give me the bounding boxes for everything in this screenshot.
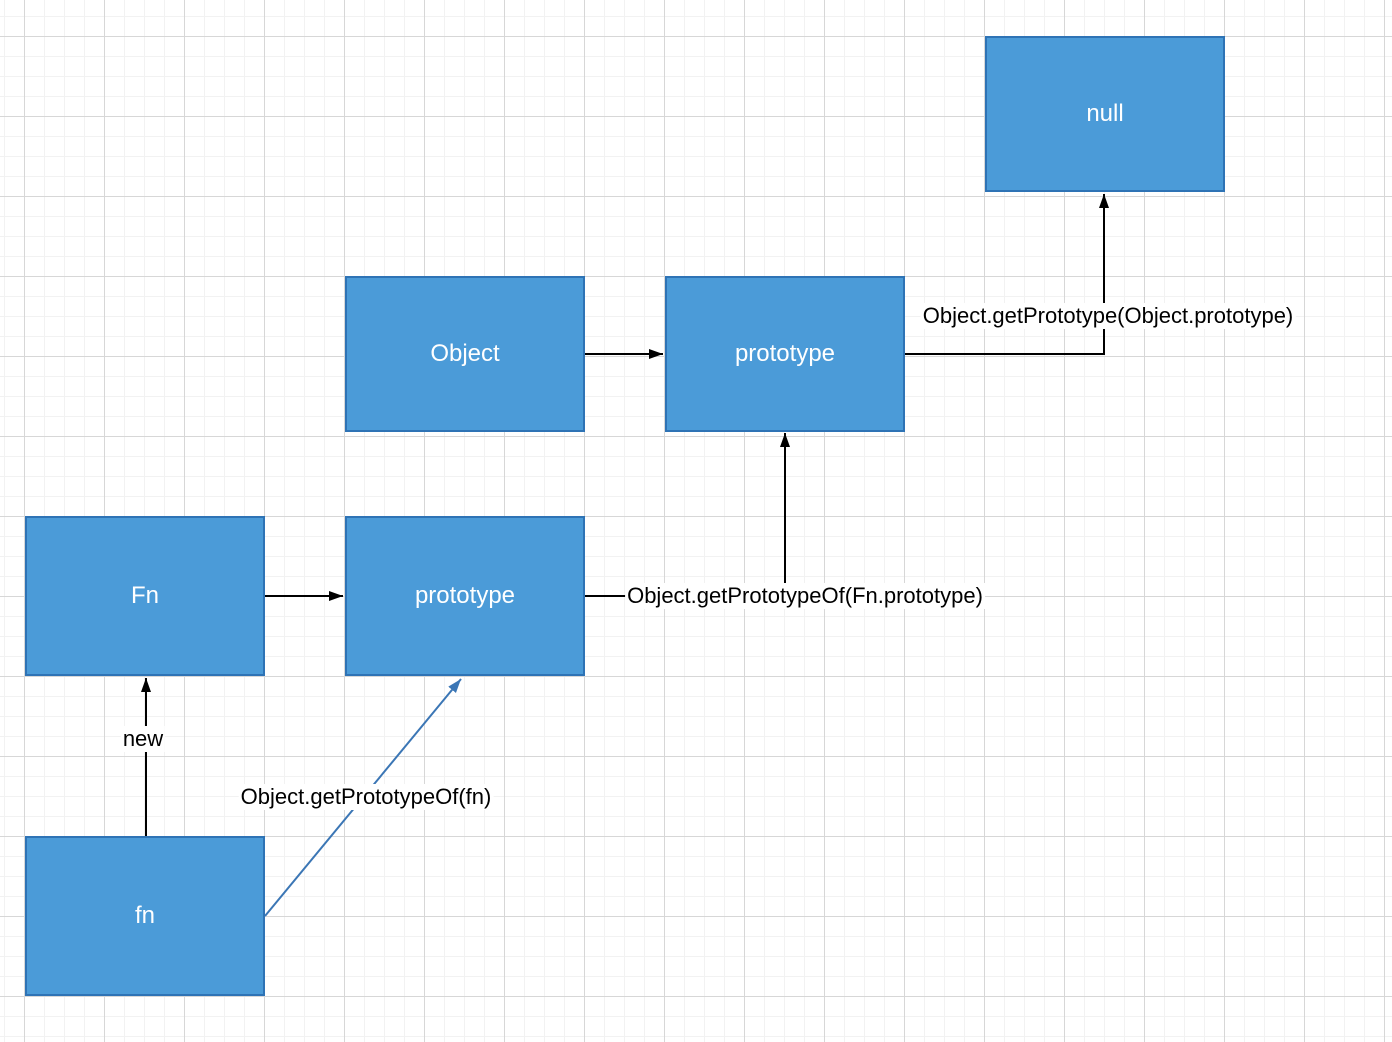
node-fn-constructor-label: Fn [130, 582, 159, 609]
edge-object-prototype-to-null[interactable] [905, 194, 1109, 355]
node-fn-prototype[interactable]: prototype [345, 516, 585, 676]
edge-label-new[interactable]: new [120, 726, 166, 752]
node-object-label: Object [430, 340, 500, 367]
edge-label-object-prototype-to-null[interactable]: Object.getPrototype(Object.prototype) [920, 303, 1296, 329]
edge-label-fn-to-fn-prototype[interactable]: Object.getPrototypeOf(fn) [238, 784, 494, 810]
node-fn-instance-label: fn [134, 902, 155, 929]
node-fn-prototype-label: prototype [414, 582, 516, 609]
node-fn-instance[interactable]: fn [25, 836, 265, 996]
node-null[interactable]: null [985, 36, 1225, 192]
node-object[interactable]: Object [345, 276, 585, 432]
node-fn-constructor[interactable]: Fn [25, 516, 265, 676]
edge-fn-prototype-to-object-prototype[interactable] [585, 433, 790, 597]
node-null-label: null [1086, 100, 1124, 127]
node-object-prototype-label: prototype [734, 340, 836, 367]
edge-label-fn-prototype-to-object-prototype[interactable]: Object.getPrototypeOf(Fn.prototype) [625, 583, 985, 609]
node-object-prototype[interactable]: prototype [665, 276, 905, 432]
